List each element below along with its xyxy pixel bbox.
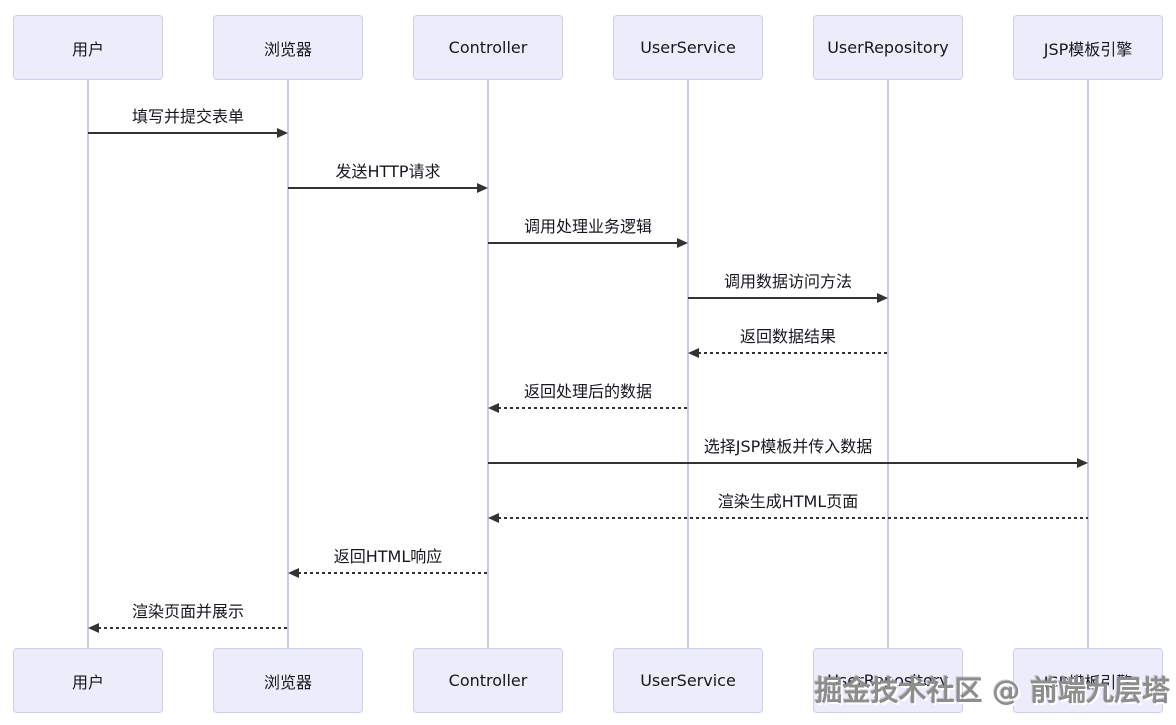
message-line [498, 407, 688, 409]
actor-top-box: UserRepository [813, 15, 963, 80]
message-line [98, 627, 288, 629]
arrowhead-icon [288, 568, 299, 578]
message-label: 发送HTTP请求 [335, 162, 441, 181]
message-label: 调用数据访问方法 [723, 272, 853, 291]
actor-label: JSP模板引擎 [1043, 39, 1133, 59]
lifeline [887, 80, 889, 648]
message-label: 返回数据结果 [739, 327, 837, 346]
message-label: 返回处理后的数据 [523, 382, 653, 401]
actor-label: 浏览器 [263, 672, 312, 692]
actor-bottom-box: 用户 [13, 648, 163, 713]
actor-top-box: JSP模板引擎 [1013, 15, 1163, 80]
arrowhead-icon [488, 403, 499, 413]
actor-top-box: 浏览器 [213, 15, 363, 80]
actor-label: Controller [448, 671, 528, 690]
message-label: 渲染页面并展示 [131, 602, 245, 621]
message-label: 填写并提交表单 [131, 107, 245, 126]
actor-bottom-box: UserService [613, 648, 763, 713]
arrowhead-icon [677, 238, 688, 248]
actor-label: UserService [640, 38, 736, 57]
actor-label: UserRepository [827, 671, 949, 690]
actor-bottom-box: JSP模板引擎 [1013, 648, 1163, 713]
actor-label: 用户 [71, 39, 104, 59]
message-label: 返回HTML响应 [333, 547, 443, 566]
arrowhead-icon [477, 183, 488, 193]
message-line [288, 187, 478, 189]
actor-label: Controller [448, 38, 528, 57]
message-line [698, 352, 888, 354]
actor-label: 浏览器 [263, 39, 312, 59]
actor-top-box: Controller [413, 15, 563, 80]
lifeline [87, 80, 89, 648]
arrowhead-icon [877, 293, 888, 303]
lifeline [287, 80, 289, 648]
message-line [498, 517, 1088, 519]
message-label: 渲染生成HTML页面 [717, 492, 859, 511]
message-line [488, 242, 678, 244]
actor-label: JSP模板引擎 [1043, 672, 1133, 692]
actor-label: UserService [640, 671, 736, 690]
lifeline [1087, 80, 1089, 648]
actor-label: UserRepository [827, 38, 949, 57]
lifeline [687, 80, 689, 648]
message-label: 调用处理业务逻辑 [523, 217, 653, 236]
arrowhead-icon [88, 623, 99, 633]
actor-top-box: 用户 [13, 15, 163, 80]
message-line [688, 297, 878, 299]
actor-bottom-box: Controller [413, 648, 563, 713]
actor-label: 用户 [71, 672, 104, 692]
arrowhead-icon [688, 348, 699, 358]
arrowhead-icon [488, 513, 499, 523]
actor-bottom-box: 浏览器 [213, 648, 363, 713]
message-line [488, 462, 1078, 464]
message-label: 选择JSP模板并传入数据 [703, 437, 873, 456]
arrowhead-icon [1077, 458, 1088, 468]
message-line [298, 572, 488, 574]
actor-top-box: UserService [613, 15, 763, 80]
actor-bottom-box: UserRepository [813, 648, 963, 713]
message-line [88, 132, 278, 134]
arrowhead-icon [277, 128, 288, 138]
lifeline [487, 80, 489, 648]
